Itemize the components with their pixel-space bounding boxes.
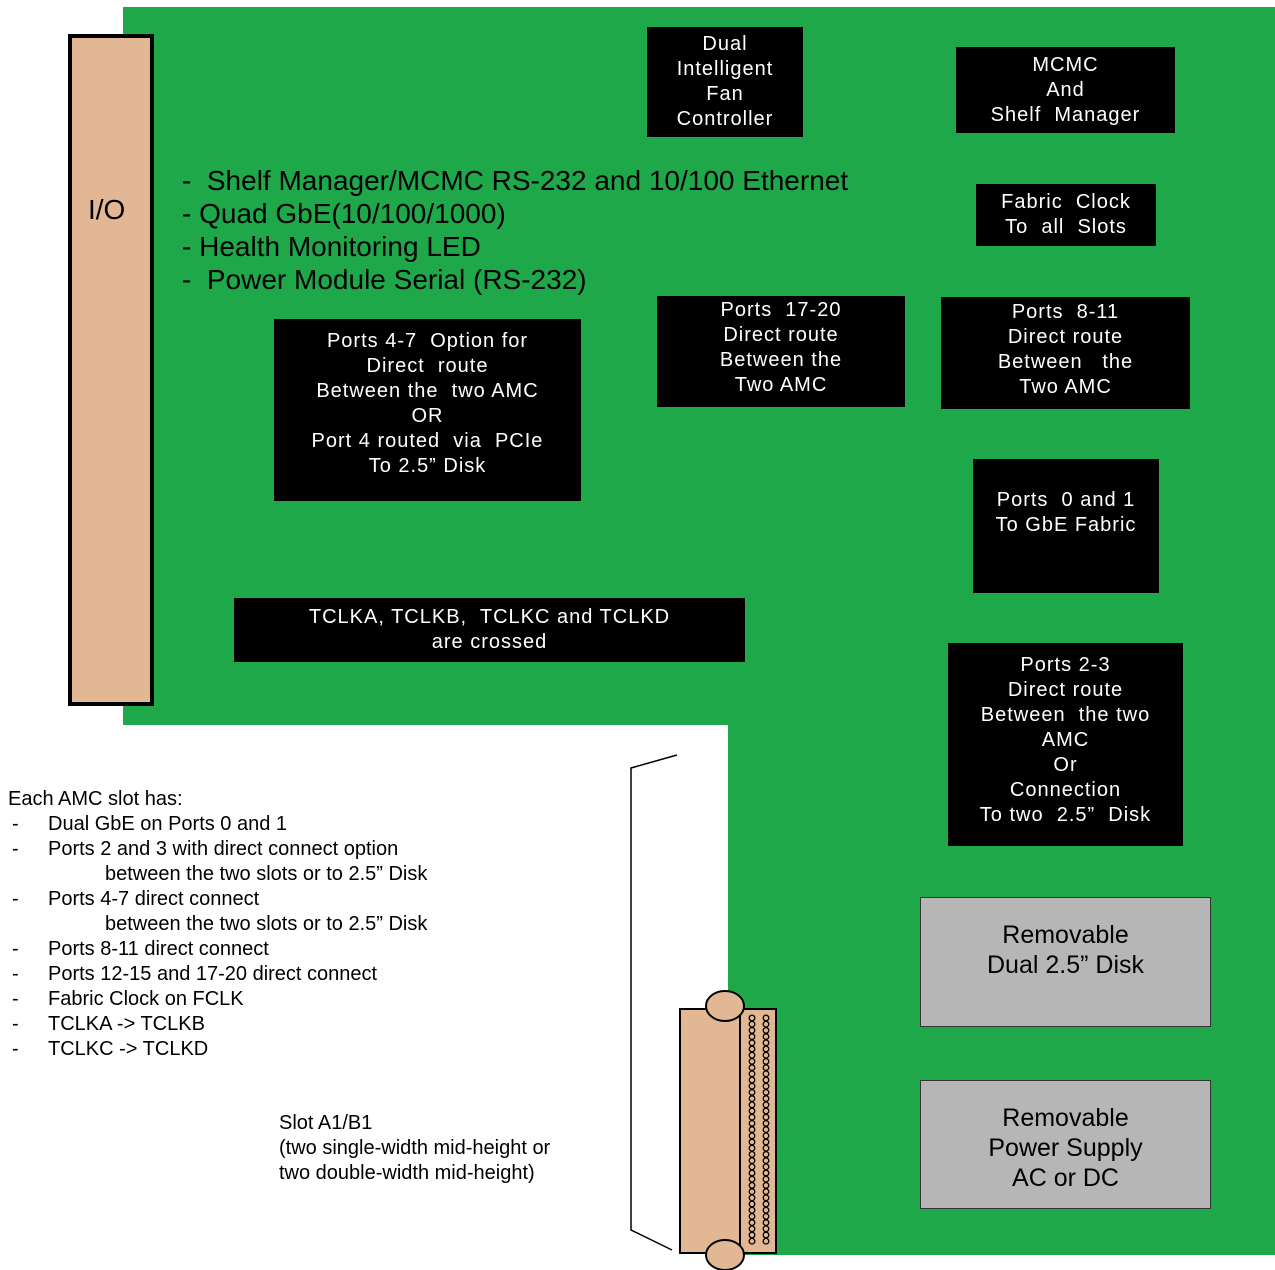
ports-17-20-box: Ports 17-20 Direct route Between the Two… [657, 296, 905, 407]
list-item: - Ports 12-15 and 17-20 direct connect [8, 962, 427, 987]
box-line: Direct route [1007, 326, 1124, 348]
list-item-text: Ports 12-15 and 17-20 direct connect [48, 963, 378, 985]
box-line: Ports 2-3 [1020, 654, 1111, 676]
connector-latch-bottom [705, 1239, 745, 1270]
connector-pins [748, 1014, 770, 1245]
list-item: - TCLKC -> TCLKD [8, 1037, 427, 1062]
slot-bracket [630, 754, 678, 1251]
list-item-continuation: between the two slots or to 2.5” Disk [105, 913, 428, 935]
list-item-text: TCLKA -> TCLKB [48, 1013, 205, 1035]
box-line: Ports 0 and 1 [996, 489, 1136, 511]
box-line: Two AMC [1019, 376, 1112, 398]
fan-controller-box: Dual Intelligent Fan Controller [647, 27, 803, 137]
io-panel: I/O [68, 34, 154, 706]
amc-slot-notes: Each AMC slot has: - Dual GbE on Ports 0 … [8, 787, 427, 1062]
connector-pin [762, 1237, 770, 1245]
bullet-dash: - [12, 888, 19, 910]
connector-body [679, 1008, 741, 1254]
list-item: - Fabric Clock on FCLK [8, 987, 427, 1012]
box-line: Connection [1009, 779, 1122, 801]
feature-item: - Power Module Serial (RS-232) [182, 264, 587, 295]
connector-strip [739, 1008, 777, 1254]
box-line: Intelligent [676, 58, 774, 80]
box-line: TCLKA, TCLKB, TCLKC and TCLKD [308, 606, 671, 628]
box-line: Fabric Clock [1001, 191, 1131, 213]
ports-2-3-box: Ports 2-3 Direct route Between the two A… [948, 643, 1183, 846]
bullet-dash: - [12, 813, 19, 835]
box-line: Direct route [723, 324, 839, 346]
box-line: To two 2.5” Disk [979, 804, 1152, 826]
list-item-text: TCLKC -> TCLKD [48, 1038, 209, 1060]
box-line: AMC [1041, 729, 1090, 751]
box-line: To 2.5” Disk [368, 455, 487, 477]
list-item: - Dual GbE on Ports 0 and 1 [8, 812, 427, 837]
mcmc-box: MCMC And Shelf Manager [956, 47, 1175, 133]
box-line: Or [1053, 754, 1078, 776]
bullet-dash: - [12, 1038, 19, 1060]
box-line: Fan [706, 83, 744, 105]
connector-pin [748, 1237, 756, 1245]
bullet-dash: - [12, 938, 19, 960]
box-line: OR [411, 405, 444, 427]
list-item: - Ports 8-11 direct connect [8, 937, 427, 962]
box-line: Port 4 routed via PCIe [311, 430, 544, 452]
bullet-dash: - [12, 838, 19, 860]
power-supply-box: Removable Power Supply AC or DC [920, 1080, 1211, 1209]
feature-item: - Quad GbE(10/100/1000) [182, 198, 506, 229]
box-line: Direct route [366, 355, 489, 377]
box-line: Dual 2.5” Disk [987, 951, 1144, 979]
box-line: AC or DC [1012, 1164, 1119, 1192]
list-item: - Ports 4-7 direct connect [8, 887, 427, 912]
removable-disk-box: Removable Dual 2.5” Disk [920, 897, 1211, 1027]
list-item-text: Fabric Clock on FCLK [48, 988, 244, 1010]
list-item: - Ports 2 and 3 with direct connect optio… [8, 837, 427, 862]
bullet-dash: - [12, 1013, 19, 1035]
box-line: Two AMC [734, 374, 828, 396]
bullet-dash: - [12, 963, 19, 985]
box-line: Controller [676, 108, 774, 130]
box-line: Dual [702, 33, 748, 55]
box-line: Removable [1002, 1104, 1129, 1132]
feature-item: - Shelf Manager/MCMC RS-232 and 10/100 E… [182, 165, 849, 196]
box-line: MCMC [1032, 53, 1099, 76]
tclk-box: TCLKA, TCLKB, TCLKC and TCLKD are crosse… [234, 598, 745, 662]
connector-latch-top [705, 990, 745, 1022]
feature-item: - Health Monitoring LED [182, 231, 481, 262]
ports-8-11-box: Ports 8-11 Direct route Between the Two … [941, 297, 1190, 409]
slot-note-line: Slot A1/B1 [279, 1112, 373, 1134]
box-line: And [1046, 78, 1085, 101]
box-line: To GbE Fabric [995, 514, 1137, 536]
box-line: Ports 8-11 [1011, 301, 1120, 323]
list-item-text: Ports 8-11 direct connect [48, 938, 269, 960]
slot-note-line: two double-width mid-height) [279, 1162, 535, 1184]
list-item: - TCLKA -> TCLKB [8, 1012, 427, 1037]
list-item-text: Ports 2 and 3 with direct connect option [48, 838, 399, 860]
list-item-text: Ports 4-7 direct connect [48, 888, 260, 910]
io-label: I/O [88, 194, 126, 225]
box-line: Between the [997, 351, 1134, 373]
box-line: are crossed [431, 631, 548, 653]
ports-0-1-box: Ports 0 and 1 To GbE Fabric [973, 459, 1159, 593]
slot-note: Slot A1/B1 (two single-width mid-height … [279, 1111, 550, 1186]
box-line: Removable [1002, 921, 1129, 949]
box-line: Ports 4-7 Option for [326, 330, 529, 352]
box-line: To all Slots [1005, 216, 1127, 238]
list-item-continuation: between the two slots or to 2.5” Disk [105, 863, 428, 885]
notes-heading: Each AMC slot has: [8, 788, 183, 810]
box-line: Direct route [1007, 679, 1124, 701]
slot-note-line: (two single-width mid-height or [279, 1137, 551, 1159]
bullet-dash: - [12, 988, 19, 1010]
box-line: Power Supply [988, 1134, 1143, 1162]
box-line: Between the two AMC [316, 380, 539, 402]
list-item-text: Dual GbE on Ports 0 and 1 [48, 813, 288, 835]
ports-4-7-box: Ports 4-7 Option for Direct route Betwee… [274, 319, 581, 501]
box-line: Between the two [980, 704, 1151, 726]
fabric-clock-box: Fabric Clock To all Slots [976, 184, 1156, 246]
box-line: Ports 17-20 [720, 299, 842, 321]
box-line: Between the [719, 349, 843, 371]
feature-list: - Shelf Manager/MCMC RS-232 and 10/100 E… [182, 164, 848, 296]
box-line: Shelf Manager [990, 103, 1141, 126]
